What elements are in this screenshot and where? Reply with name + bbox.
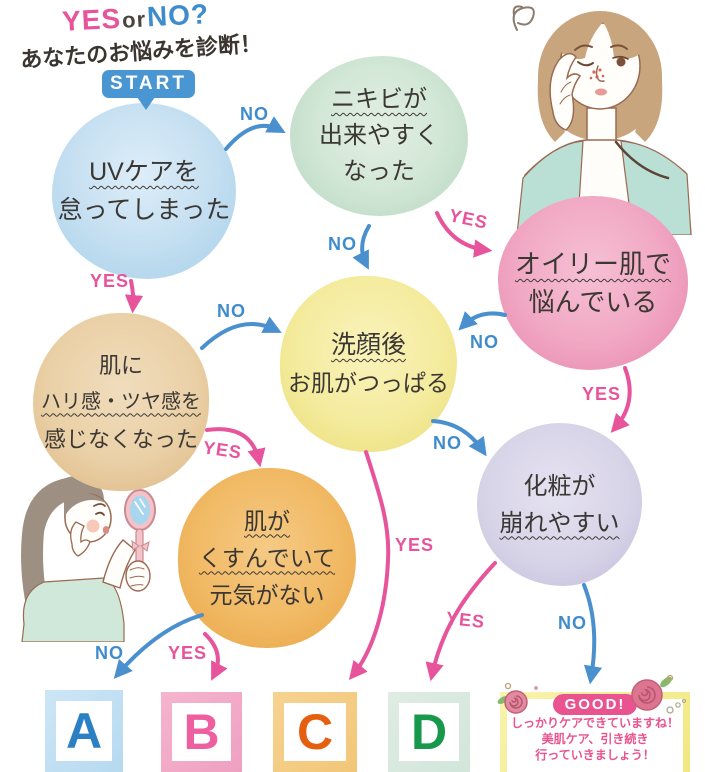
question-line: UVケアを xyxy=(89,158,199,186)
question-circle-dull-skin: 肌が くすんでいて 元気がない xyxy=(178,468,356,648)
good-badge: GOOD! xyxy=(552,694,638,715)
edge-label-no: NO xyxy=(95,643,124,663)
good-message-line: 美肌ケア、引き続き xyxy=(541,732,649,746)
question-line: 元気がない xyxy=(209,581,325,608)
woman-with-hand-mirror-illustration xyxy=(21,475,156,642)
arrow-firmness-to-wash-no xyxy=(200,316,282,350)
question-line: 悩んでいる xyxy=(528,287,658,317)
question-circle-firmness: 肌に ハリ感・ツヤ感を 感じなくなった xyxy=(33,313,209,491)
title-yes: YES xyxy=(61,2,122,37)
title-no: NO? xyxy=(146,0,210,33)
question-line: 肌が xyxy=(244,507,290,534)
edge-label-no: NO xyxy=(328,234,357,254)
result-box-d: D xyxy=(388,692,470,772)
question-line: ニキビが xyxy=(331,86,427,113)
question-line: 崩れやすい xyxy=(499,509,620,537)
edge-label-yes: YES xyxy=(445,608,487,632)
edge-label-yes: YES xyxy=(168,643,208,663)
question-circle-makeup-smudge: 化粧が 崩れやすい xyxy=(477,423,642,586)
question-line: 感じなくなった xyxy=(43,426,198,452)
question-line: 怠ってしまった xyxy=(57,196,231,224)
arrow-uv-to-firmness-yes xyxy=(124,279,144,314)
question-line: 肌に xyxy=(98,352,143,378)
question-line: 化粧が xyxy=(523,472,596,500)
good-box-content: GOOD! しっかりケアできていますね！ 美肌ケア、引き続き 行っていきましょう… xyxy=(500,694,690,763)
annoyance-swirl-icon xyxy=(512,5,535,31)
result-letter-c: C xyxy=(296,704,334,760)
arrow-oily-to-wash-no xyxy=(458,311,507,331)
title-or: or xyxy=(121,6,147,33)
question-line: くすんでいて xyxy=(198,544,336,571)
good-result-box: GOOD! しっかりケアできていますね！ 美肌ケア、引き続き 行っていきましょう… xyxy=(497,674,690,772)
result-box-inner: B xyxy=(172,703,231,761)
edge-label-yes: YES xyxy=(447,205,490,233)
question-circle-acne: ニキビが 出来やすく なった xyxy=(290,56,468,216)
question-line: お肌がつっぱる xyxy=(288,370,449,396)
result-letter-b: B xyxy=(183,704,220,760)
question-circle-tight-after-wash: 洗顔後 お肌がつっぱる xyxy=(280,276,457,452)
result-box-a: A xyxy=(45,690,123,772)
result-box-inner: D xyxy=(399,703,459,761)
edge-label-yes: YES xyxy=(395,535,435,555)
start-badge-pointer xyxy=(137,97,155,110)
result-letter-a: A xyxy=(65,703,103,759)
question-circle-oily-skin: オイリー肌で 悩んでいる xyxy=(498,196,688,370)
edge-label-no: NO xyxy=(217,301,246,321)
edge-label-yes: YES xyxy=(90,271,130,291)
result-box-inner: A xyxy=(56,701,112,761)
edge-label-yes: YES xyxy=(582,384,622,404)
question-line: ハリ感・ツヤ感を xyxy=(41,390,201,413)
result-box-c: C xyxy=(273,692,357,772)
result-letter-d: D xyxy=(410,704,448,760)
edge-label-yes: YES xyxy=(201,437,244,463)
question-line: 出来やすく xyxy=(319,122,439,149)
edge-label-no: NO xyxy=(558,613,587,633)
start-badge: START xyxy=(102,70,195,98)
edge-label-no: NO xyxy=(240,104,269,124)
edge-label-no: NO xyxy=(470,332,499,352)
question-line: オイリー肌で xyxy=(514,249,671,279)
good-message-line: しっかりケアできていますね！ xyxy=(510,716,679,730)
result-box-b: B xyxy=(161,692,242,772)
arrow-uv-to-acne-no xyxy=(224,116,286,151)
page-subtitle: あなたのお悩みを診断！ xyxy=(19,30,263,73)
arrow-acne-to-wash-no xyxy=(352,224,371,270)
question-circle-uv-care: UVケアを 怠ってしまった xyxy=(52,103,236,279)
edge-label-no: NO xyxy=(433,433,462,453)
question-line: なった xyxy=(343,158,415,185)
question-line: 洗顔後 xyxy=(330,331,406,359)
arrow-wash-to-result-c-yes xyxy=(348,450,391,680)
good-message-line: 行っていきましょう！ xyxy=(535,748,655,762)
result-box-inner: C xyxy=(284,703,346,761)
